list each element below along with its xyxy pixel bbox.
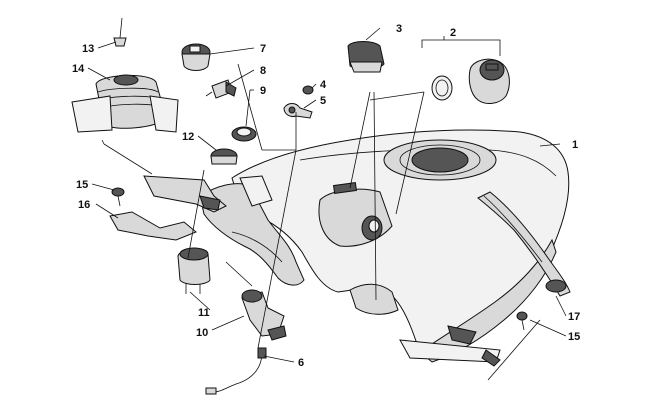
fuel-cap-icon [431, 58, 510, 104]
callout-1: 1 [572, 139, 578, 151]
leader-lines [87, 27, 567, 381]
callout-3: 3 [396, 23, 402, 35]
boot-icon [71, 74, 179, 133]
tank-front-extension [199, 175, 305, 286]
callout-8: 8 [260, 65, 266, 77]
callout-11: 11 [198, 307, 210, 319]
fuel-tank-icon [231, 129, 570, 367]
bracket-icon [109, 175, 227, 241]
callout-15-left: 15 [76, 179, 88, 191]
callout-10: 10 [196, 327, 208, 339]
callout-7: 7 [260, 43, 266, 55]
ignition-switch-icon [177, 247, 211, 294]
screw-icon [111, 187, 125, 207]
rubber-cap-icon [347, 41, 385, 73]
key-icon [205, 79, 237, 99]
callouts: 1 2 3 4 5 6 7 8 9 10 11 12 13 14 15 16 1… [72, 23, 580, 369]
callout-16: 16 [78, 199, 90, 211]
hose-icon [205, 347, 267, 395]
small-nut-icon [302, 85, 314, 95]
callout-14: 14 [72, 63, 85, 75]
nut-icon [210, 148, 238, 165]
callout-9: 9 [260, 85, 266, 97]
callout-4: 4 [320, 79, 327, 91]
callout-6: 6 [298, 357, 304, 369]
screw-right-icon [516, 311, 528, 331]
callout-2: 2 [450, 27, 456, 39]
callout-17: 17 [568, 311, 580, 323]
grommet-icon [231, 126, 257, 142]
filler-neck-icon [241, 289, 287, 341]
strap-icon [477, 191, 571, 297]
callout-15-right: 15 [568, 331, 580, 343]
callout-12: 12 [182, 131, 194, 143]
callout-5: 5 [320, 95, 326, 107]
ignition-cap-icon [181, 43, 211, 71]
clip-icon [283, 103, 313, 119]
callout-13: 13 [82, 43, 94, 55]
pin-icon [113, 17, 127, 47]
